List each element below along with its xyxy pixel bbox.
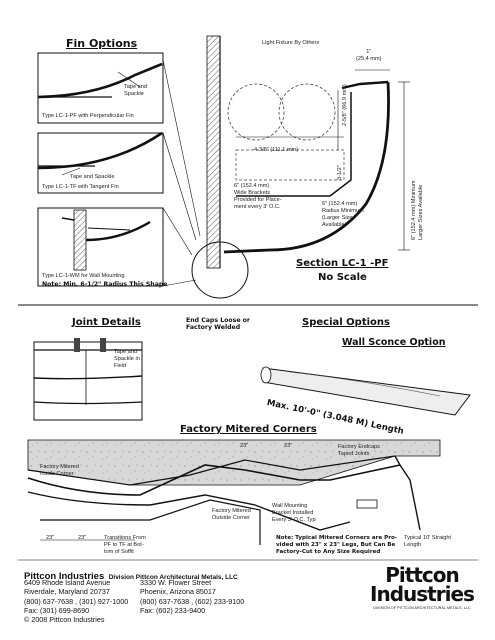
right-address-line: 3330 W. Flower Street <box>140 578 212 587</box>
wall-sconce-option: Wall Sconce Option <box>342 337 446 348</box>
joint-details-drawing <box>33 338 143 421</box>
straight-length-note: Typical 10' Straight Length <box>404 535 452 548</box>
factory-endcaps: Factory Endcaps Taped Joints <box>338 444 380 457</box>
dim-23-top-left: 23" <box>240 443 249 449</box>
copyright: © 2008 Pittcon Industries <box>24 615 105 625</box>
tape-spackle-1: Tape and Spackle <box>124 84 148 97</box>
special-options-title: Special Options <box>302 317 390 328</box>
dim-23-bottom-2: 23" <box>78 535 87 541</box>
mitered-corners-title: Factory Mitered Corners <box>180 424 317 435</box>
dim-23-top-right: 23" <box>284 443 293 449</box>
wide-brackets-note: 6" (152.4 mm) Wide Brackets Provided for… <box>234 183 282 210</box>
right-address: 3330 W. Flower Street Phoenix, Arizona 8… <box>140 578 244 615</box>
tape-spackle-2: Tape and Spackle <box>70 174 115 180</box>
division-label: Division Pittcon Architectural Metals, L… <box>108 574 238 581</box>
footer: Pittcon Industries Division Pittcon Arch… <box>24 563 484 632</box>
factory-inside-corner: Factory Mitered Inside Corner <box>40 464 79 477</box>
wall-mounting-bracket: Wall Mounting Bracket Installed Every 3'… <box>272 503 316 523</box>
section-lc1-pf-drawing <box>191 35 410 299</box>
mitered-corners-drawing <box>27 439 441 545</box>
section-title: Section LC-1 -PF <box>296 258 389 269</box>
type-pf-label: Type LC-1-PF with Perpendicular Fin <box>42 113 134 119</box>
factory-outside-corner: Factory Mitered Outside Corner <box>212 508 251 521</box>
one-inch-dim: 1" (25.4 mm) <box>356 49 382 62</box>
left-address-line: (800) 637-7638 , (301) 927-1000 <box>24 596 129 606</box>
left-address-line: 6409 Rhode Island Avenue <box>24 578 111 587</box>
end-caps-note: End Caps Loose or Factory Welded <box>186 317 250 332</box>
dim-23-bottom-1: 23" <box>46 535 55 541</box>
joint-details-title: Joint Details <box>72 317 141 328</box>
right-address-line: Phoenix, Arizona 85017 <box>140 587 216 597</box>
transitions-note: Transitions From PF to TF at Bot- tom of… <box>104 535 146 555</box>
light-fixture-label: Light Fixture By Others <box>262 40 320 46</box>
fin-options-title: Fin Options <box>66 37 138 50</box>
fin-option-tf-detail <box>37 131 164 194</box>
logo-tagline: DIVISION OF PITTCON ARCHITECTURAL METALS… <box>373 606 471 610</box>
type-tf-label: Type LC-1-TF with Tangent Fin <box>42 184 119 190</box>
tape-spackle-field: Tape and Spackle in Field <box>114 349 140 369</box>
company-name: Pittcon Industries <box>24 571 105 582</box>
left-address-line: Riverdale, Maryland 20737 <box>24 587 110 597</box>
left-address: 6409 Rhode Island Avenue Riverdale, Mary… <box>24 578 128 624</box>
right-address-line: (800) 637-7638 , (602) 233-9100 <box>140 596 245 606</box>
right-address-line: Fax: (602) 233-9400 <box>140 605 206 615</box>
left-address-line: Fax: (301) 699-8690 <box>24 605 90 615</box>
fin-option-pf-detail <box>37 52 164 124</box>
vertical-min-note: 6" (152.4 mm) Minimum Larger Sizes Avail… <box>411 180 424 241</box>
mitered-note: Note: Typical Mitered Corners are Pro- v… <box>276 535 398 555</box>
logo-line-1: Pittcon <box>385 563 459 587</box>
logo-line-2: Industries <box>370 582 475 606</box>
dim-2-5-8: 2-5/8" (66.9 mm) <box>342 84 348 126</box>
dim-3-1-2: 3-1/2" <box>337 165 343 180</box>
no-scale-label: No Scale <box>318 272 367 283</box>
wm-note: Note: Min. 6-1/2" Radius This Shape <box>42 281 168 288</box>
pittcon-logo: Pittcon Industries DIVISION OF PITTCON A… <box>360 563 484 610</box>
radius-min-note: 6" (152.4 mm) Radius Minimum (Larger Siz… <box>322 201 364 228</box>
special-options-cove-drawing <box>260 366 471 416</box>
dim-4-3-8: 4-3/8" (111.1 mm) <box>254 147 299 153</box>
fin-option-wm-detail <box>37 207 164 287</box>
type-wm-label: Type LC-1-WM for Wall Mounting <box>42 273 125 279</box>
